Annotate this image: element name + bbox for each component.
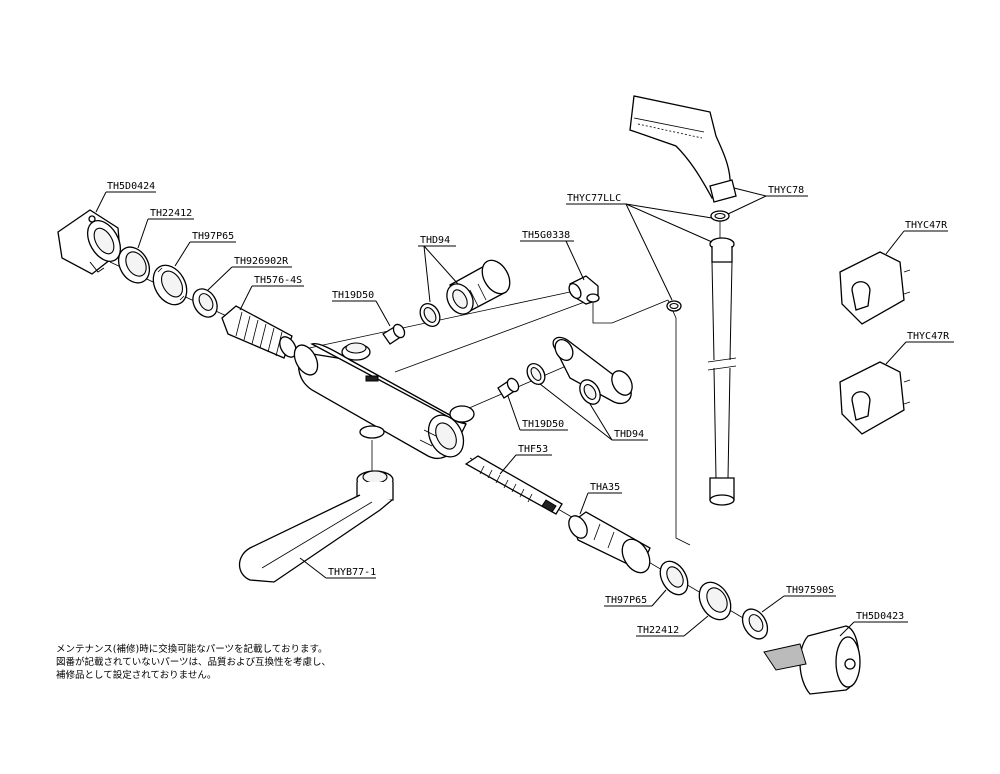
label-thyc78: THYC78 xyxy=(768,185,804,196)
note-line: 図番が記載されていないパーツは、品質および互換性を考慮し、 xyxy=(56,657,332,668)
cartridge-tha35 xyxy=(568,511,651,574)
label-th22412-left: TH22412 xyxy=(150,208,192,219)
ring-oring-right xyxy=(666,300,682,312)
nut-th97p65-left xyxy=(152,264,188,306)
fitting-th19d50-lower xyxy=(497,377,520,399)
nut-th97590s xyxy=(741,608,769,640)
mixer-body xyxy=(293,342,475,459)
label-th22412-right: TH22412 xyxy=(637,625,679,636)
handle-left xyxy=(57,209,122,275)
handle-right xyxy=(763,625,861,695)
label-th926902r: TH926902R xyxy=(234,256,289,267)
nut-th97p65-right xyxy=(659,560,689,596)
label-th97590s: TH97590S xyxy=(786,585,834,596)
label-th5d0423: TH5D0423 xyxy=(856,611,904,622)
ring-th22412-left xyxy=(117,246,151,284)
label-thf53: THF53 xyxy=(518,444,548,455)
holder-thyc47r-top xyxy=(839,251,911,325)
part-labels: TH5D0424 TH22412 TH97P65 TH926902R TH576… xyxy=(107,181,950,636)
label-thyc47r-top: THYC47R xyxy=(905,220,948,231)
filter-thf53 xyxy=(464,455,563,515)
label-tha35: THA35 xyxy=(590,482,620,493)
label-th97p65-left: TH97P65 xyxy=(192,231,234,242)
spout-thyb77-1 xyxy=(238,470,394,583)
cartridge-th576-4s xyxy=(221,305,297,359)
label-thd94-lower: THD94 xyxy=(614,429,644,440)
maintenance-note: メンテナンス(補修)時に交換可能なパーツを記載しております。 図番が記載されてい… xyxy=(56,643,476,682)
elbow-th5g0338 xyxy=(568,275,600,305)
fitting-th19d50-upper xyxy=(382,323,406,345)
label-th5g0338: TH5G0338 xyxy=(522,230,570,241)
shower-head-thyc78 xyxy=(629,95,737,222)
label-th19d50-upper: TH19D50 xyxy=(332,290,374,301)
label-th19d50-lower: TH19D50 xyxy=(522,419,564,430)
label-th97p65-right: TH97P65 xyxy=(605,595,647,606)
elbow-thd94-upper xyxy=(419,259,511,327)
holder-thyc47r-bottom xyxy=(839,361,911,435)
label-thyb77-1: THYB77-1 xyxy=(328,567,376,578)
label-thyc47r-bottom: THYC47R xyxy=(907,331,950,342)
ring-th22412-right xyxy=(698,581,732,621)
label-thd94-upper: THD94 xyxy=(420,235,450,246)
label-thyc77llc: THYC77LLC xyxy=(567,193,621,204)
washer-th926902r xyxy=(192,288,218,318)
note-line: 補修品として設定されておりません。 xyxy=(56,670,217,681)
label-th576-4s: TH576-4S xyxy=(254,275,302,286)
elbow-thd94-lower xyxy=(526,336,633,405)
hose-thyc77llc xyxy=(707,237,737,506)
note-line: メンテナンス(補修)時に交換可能なパーツを記載しております。 xyxy=(56,644,328,655)
label-leaders xyxy=(95,187,954,637)
label-th5d0424: TH5D0424 xyxy=(107,181,155,192)
